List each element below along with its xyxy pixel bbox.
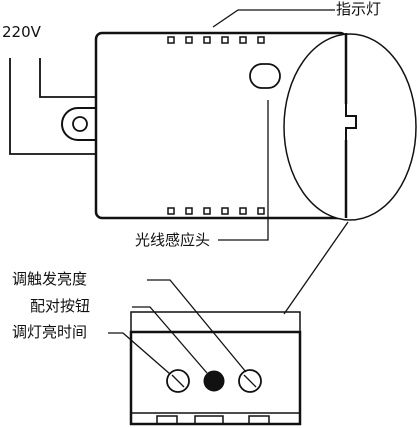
- latch-detail: [345, 104, 357, 140]
- label-light-duration: 调灯亮时间: [12, 323, 88, 341]
- mounting-hole: [72, 116, 88, 132]
- bottom-slots: [167, 207, 265, 215]
- label-indicator: 指示灯: [336, 0, 382, 18]
- wire-lower: [9, 58, 96, 155]
- brightness-knob: [238, 369, 262, 393]
- wire-upper: [39, 58, 96, 98]
- label-brightness-adjust: 调触发亮度: [12, 270, 88, 288]
- magnifier-pointer: [283, 221, 349, 315]
- label-voltage: 220V: [2, 23, 41, 41]
- indicator-pointer: [212, 9, 335, 28]
- duration-pointer: [108, 332, 171, 375]
- label-light-sensor: 光线感应头: [135, 231, 211, 249]
- sensor-pointer: [218, 100, 269, 241]
- top-slots: [167, 36, 265, 44]
- label-pair-button: 配对按钮: [30, 297, 91, 315]
- detail-panel: [130, 311, 301, 332]
- light-duration-knob: [166, 369, 190, 393]
- pair-pointer: [132, 306, 208, 374]
- brightness-pointer: [147, 279, 247, 373]
- mounting-tab: [61, 107, 96, 141]
- light-sensor-window: [249, 63, 281, 89]
- pair-button: [203, 370, 225, 392]
